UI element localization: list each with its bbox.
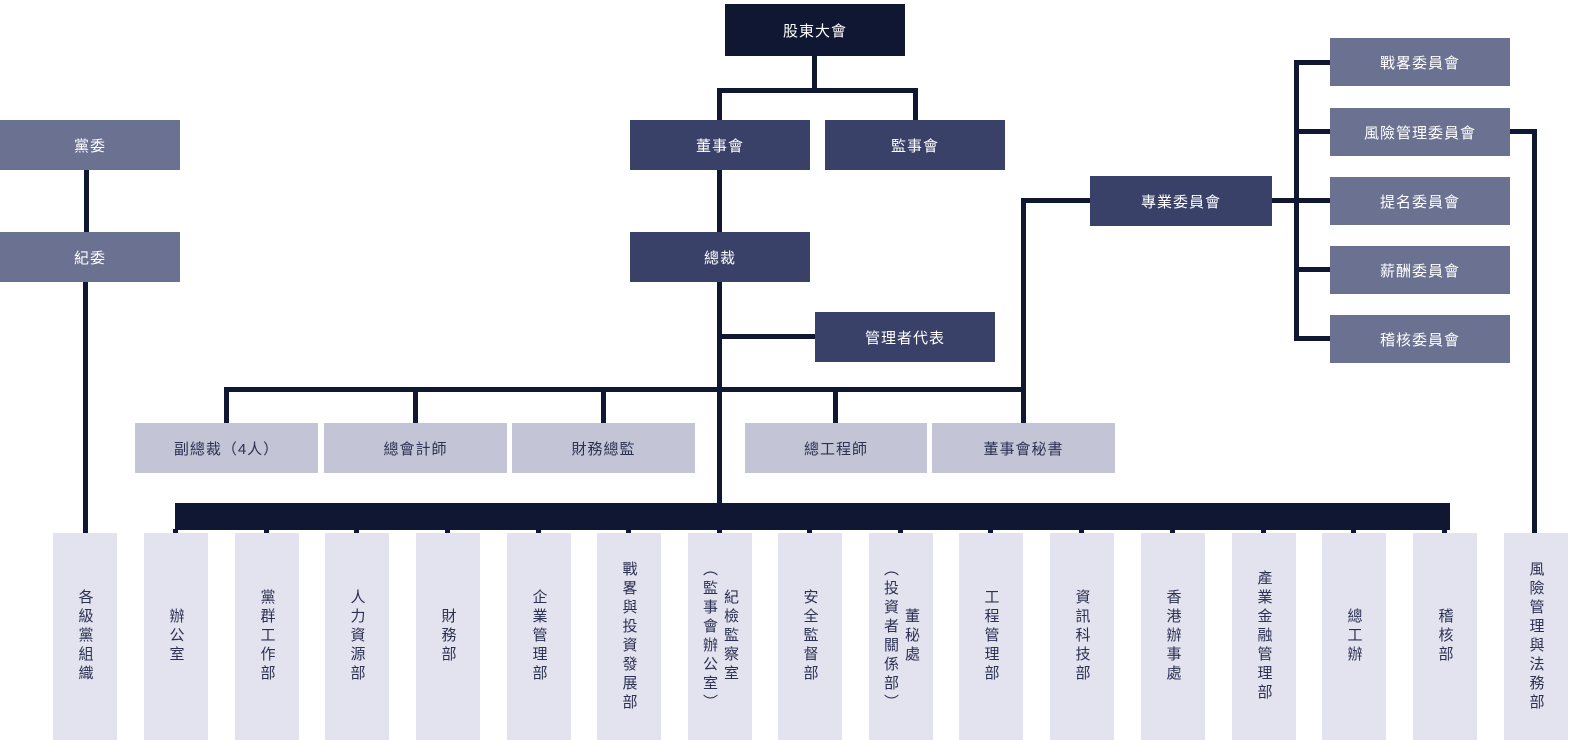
org-node-supervisory-board: 監事會 <box>825 120 1005 170</box>
department-item: 稽核部 <box>1413 533 1477 740</box>
connector <box>1021 198 1026 423</box>
org-node-shareholders: 股東大會 <box>725 4 905 56</box>
connector-stub <box>717 529 722 534</box>
connector <box>833 387 838 423</box>
department-item: 企業管理部 <box>507 533 571 740</box>
org-node-party-committee: 黨委 <box>0 120 180 170</box>
connector-stub <box>1351 529 1356 534</box>
org-node-discipline-committee: 紀委 <box>0 232 180 282</box>
committee-item-audit: 稽核委員會 <box>1330 315 1510 363</box>
department-item: 戰畧與投資發展部 <box>597 533 661 740</box>
department-item: 工程管理部 <box>959 533 1023 740</box>
connector <box>913 88 918 120</box>
connector <box>1532 129 1537 533</box>
connector <box>717 282 722 503</box>
committee-item-nomination: 提名委員會 <box>1330 177 1510 225</box>
connector <box>812 56 817 92</box>
connector <box>83 282 88 533</box>
connector <box>717 88 918 93</box>
department-item: 安全監督部 <box>778 533 842 740</box>
executive-item-chief-engineer: 總工程師 <box>745 423 927 473</box>
department-item: 資訊科技部 <box>1050 533 1114 740</box>
department-item: 紀檢監察室 （監事會辦公室） <box>688 533 752 740</box>
connector-stub <box>988 529 993 534</box>
connector-stub <box>173 529 178 534</box>
department-item: 董秘處 （投資者關係部） <box>869 533 933 740</box>
department-item: 人力資源部 <box>325 533 389 740</box>
connector <box>717 88 722 120</box>
connector <box>1510 129 1537 134</box>
connector <box>1299 336 1330 341</box>
committee-item-remuneration: 薪酬委員會 <box>1330 246 1510 294</box>
executive-item-board-secretary: 董事會秘書 <box>932 423 1115 473</box>
connector-stub <box>445 529 450 534</box>
connector <box>1272 198 1330 203</box>
department-item: 香港辦事處 <box>1141 533 1205 740</box>
org-node-management-representative: 管理者代表 <box>815 312 995 362</box>
connector <box>601 387 606 423</box>
connector-stub <box>1442 529 1447 534</box>
org-node-board: 董事會 <box>630 120 810 170</box>
connector-stub <box>1261 529 1266 534</box>
connector <box>717 170 722 232</box>
executive-item-cfo: 財務總監 <box>512 423 695 473</box>
connector-stub <box>354 529 359 534</box>
connector <box>1299 129 1330 134</box>
connector-stub <box>626 529 631 534</box>
department-item: 各級黨組織 <box>53 533 117 740</box>
connector-stub <box>1170 529 1175 534</box>
connector-stub <box>536 529 541 534</box>
distribution-bar <box>175 503 1450 530</box>
department-item: 黨群工作部 <box>235 533 299 740</box>
committee-item-risk: 風險管理委員會 <box>1330 108 1510 156</box>
connector-stub <box>1079 529 1084 534</box>
connector <box>224 387 229 423</box>
connector-stub <box>898 529 903 534</box>
connector-stub <box>264 529 269 534</box>
connector <box>1021 198 1090 203</box>
department-item: 辦公室 <box>144 533 208 740</box>
connector <box>84 170 89 232</box>
department-item: 風險管理與法務部 <box>1504 533 1568 740</box>
executive-item-vice-presidents: 副總裁（4人） <box>135 423 318 473</box>
org-node-president: 總裁 <box>630 232 810 282</box>
connector <box>1299 267 1330 272</box>
committee-item-strategy: 戰畧委員會 <box>1330 38 1510 86</box>
connector <box>1294 60 1299 341</box>
org-node-professional-committees: 專業委員會 <box>1090 176 1272 226</box>
connector-stub <box>807 529 812 534</box>
connector <box>722 334 815 339</box>
department-item: 財務部 <box>416 533 480 740</box>
connector <box>413 387 418 423</box>
department-item: 總工辦 <box>1322 533 1386 740</box>
executive-item-chief-accountant: 總會計師 <box>324 423 507 473</box>
department-item: 產業金融管理部 <box>1232 533 1296 740</box>
connector <box>224 387 1026 392</box>
connector <box>1299 60 1330 65</box>
